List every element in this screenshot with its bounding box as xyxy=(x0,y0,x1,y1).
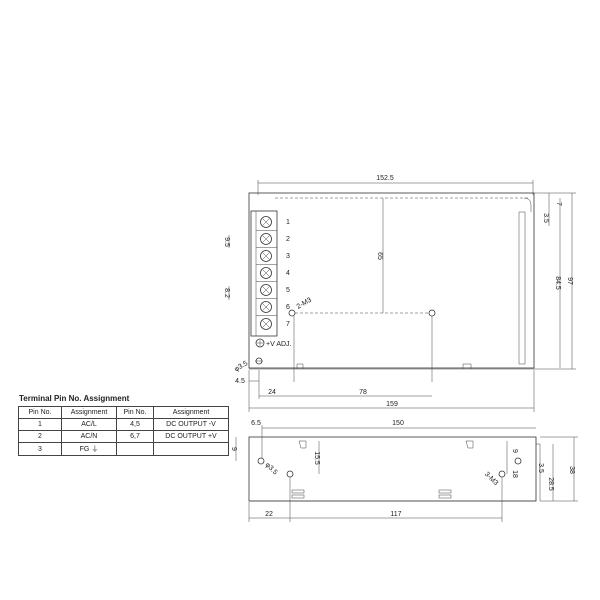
dim-top-gap: 3.5 xyxy=(542,213,549,223)
table-cell xyxy=(116,442,154,456)
vent-slot xyxy=(291,489,305,494)
terminal-number: 2 xyxy=(286,236,290,243)
top-view-outline xyxy=(248,192,535,369)
side-dim-right-mid: 18 xyxy=(511,470,518,478)
dim-terminal-pitch-b: 8.2 xyxy=(223,288,230,298)
table-cell xyxy=(153,442,229,456)
side-dim-total-height: 38 xyxy=(568,466,575,474)
screw-m3-icon xyxy=(428,309,436,317)
side-screw-icon xyxy=(514,457,522,465)
terminal-screw-icon xyxy=(260,216,272,228)
table-cell: FG ⏚ xyxy=(61,442,117,456)
dim-hole-spacing-x: 78 xyxy=(359,389,367,396)
table-row: 1 AC/L 4,5 DC OUTPUT -V xyxy=(18,418,229,431)
table-row: 2 AC/N 6,7 DC OUTPUT +V xyxy=(18,430,229,443)
dim-overall-width: 152.5 xyxy=(376,175,394,182)
terminal-screw-icon xyxy=(260,284,272,296)
table-cell: 1 xyxy=(18,418,62,431)
dim-pcb-offset: 24 xyxy=(268,389,276,396)
table-cell: DC OUTPUT +V xyxy=(153,430,229,443)
header-assignment: Assignment xyxy=(61,406,117,419)
side-dim-bottom-left: 22 xyxy=(265,511,273,518)
terminal-screw-icon xyxy=(260,301,272,313)
dim-terminal-pitch-a: 9.5 xyxy=(223,237,230,247)
side-dim-length: 150 xyxy=(392,420,404,427)
table-cell: 3 xyxy=(18,442,62,456)
vent-slot xyxy=(291,494,305,499)
pin-table: Pin No. Assignment Pin No. Assignment 1 … xyxy=(18,406,229,456)
table-cell: AC/L xyxy=(61,418,117,431)
table-cell: 4,5 xyxy=(116,418,154,431)
dim-hole-dia: φ3.5 xyxy=(233,360,249,373)
dim-total-length: 159 xyxy=(386,401,398,408)
side-hole-icon xyxy=(257,457,265,465)
terminal-number: 1 xyxy=(286,219,290,226)
pin-table-title: Terminal Pin No. Assignment xyxy=(19,394,130,403)
terminal-number: 6 xyxy=(286,304,290,311)
vent-slot xyxy=(438,489,452,494)
dim-height-outer: 97 xyxy=(566,277,573,285)
side-dim-right-small: 9 xyxy=(511,449,518,453)
side-dim-middle: 15.5 xyxy=(313,451,320,465)
terminal-screw-icon xyxy=(260,250,272,262)
side-screw-icon xyxy=(286,470,294,478)
terminal-number: 5 xyxy=(286,287,290,294)
side-dim-height-small: 9 xyxy=(230,447,237,451)
terminal-screw-icon xyxy=(260,318,272,330)
terminal-block xyxy=(250,210,278,337)
adj-label: +V ADJ. xyxy=(266,341,292,348)
side-screw-icon xyxy=(498,470,506,478)
table-header-row: Pin No. Assignment Pin No. Assignment xyxy=(18,406,229,419)
screw-m3-icon xyxy=(288,309,296,317)
table-cell: 2 xyxy=(18,430,62,443)
dim-screw-label: 2-M3 xyxy=(296,297,313,311)
side-view: 150 6.5 22 117 9 15.5 9 18 3.5 28.5 38 φ… xyxy=(230,420,578,522)
dim-left-margin: 4.5 xyxy=(235,378,245,385)
dim-top-small: 7 xyxy=(555,202,562,206)
terminal-number: 7 xyxy=(286,321,290,328)
table-cell: 6,7 xyxy=(116,430,154,443)
terminal-screw-icon xyxy=(260,233,272,245)
table-cell: AC/N xyxy=(61,430,117,443)
right-strip xyxy=(518,211,526,365)
header-pin-no: Pin No. xyxy=(116,406,154,419)
table-row: 3 FG ⏚ xyxy=(18,442,229,456)
side-dim-left-offset: 6.5 xyxy=(251,420,261,427)
side-dim-small-gap: 3.5 xyxy=(537,463,544,473)
terminal-screw-icon xyxy=(260,267,272,279)
side-dim-inner-height: 28.5 xyxy=(547,477,554,491)
dim-hole-spacing-y: 65 xyxy=(376,252,383,260)
side-dim-bottom-span: 117 xyxy=(390,511,401,518)
terminal-screws: 1 2 3 4 5 6 7 xyxy=(256,216,290,330)
adj-pot-icon xyxy=(255,338,265,348)
pin-assignment-table: Terminal Pin No. Assignment Pin No. Assi… xyxy=(18,394,229,456)
terminal-number: 4 xyxy=(286,270,290,277)
top-view: 1 2 3 4 5 6 7 +V ADJ. xyxy=(223,175,576,412)
vent-slot xyxy=(438,494,452,499)
header-assignment: Assignment xyxy=(153,406,229,419)
dim-height-inner: 84.5 xyxy=(554,276,561,290)
table-cell: DC OUTPUT -V xyxy=(153,418,229,431)
side-dim-screw-label: 3-M3 xyxy=(483,471,499,487)
terminal-number: 3 xyxy=(286,253,290,260)
header-pin-no: Pin No. xyxy=(18,406,62,419)
side-dim-hole-dia: φ3.5 xyxy=(264,461,279,476)
